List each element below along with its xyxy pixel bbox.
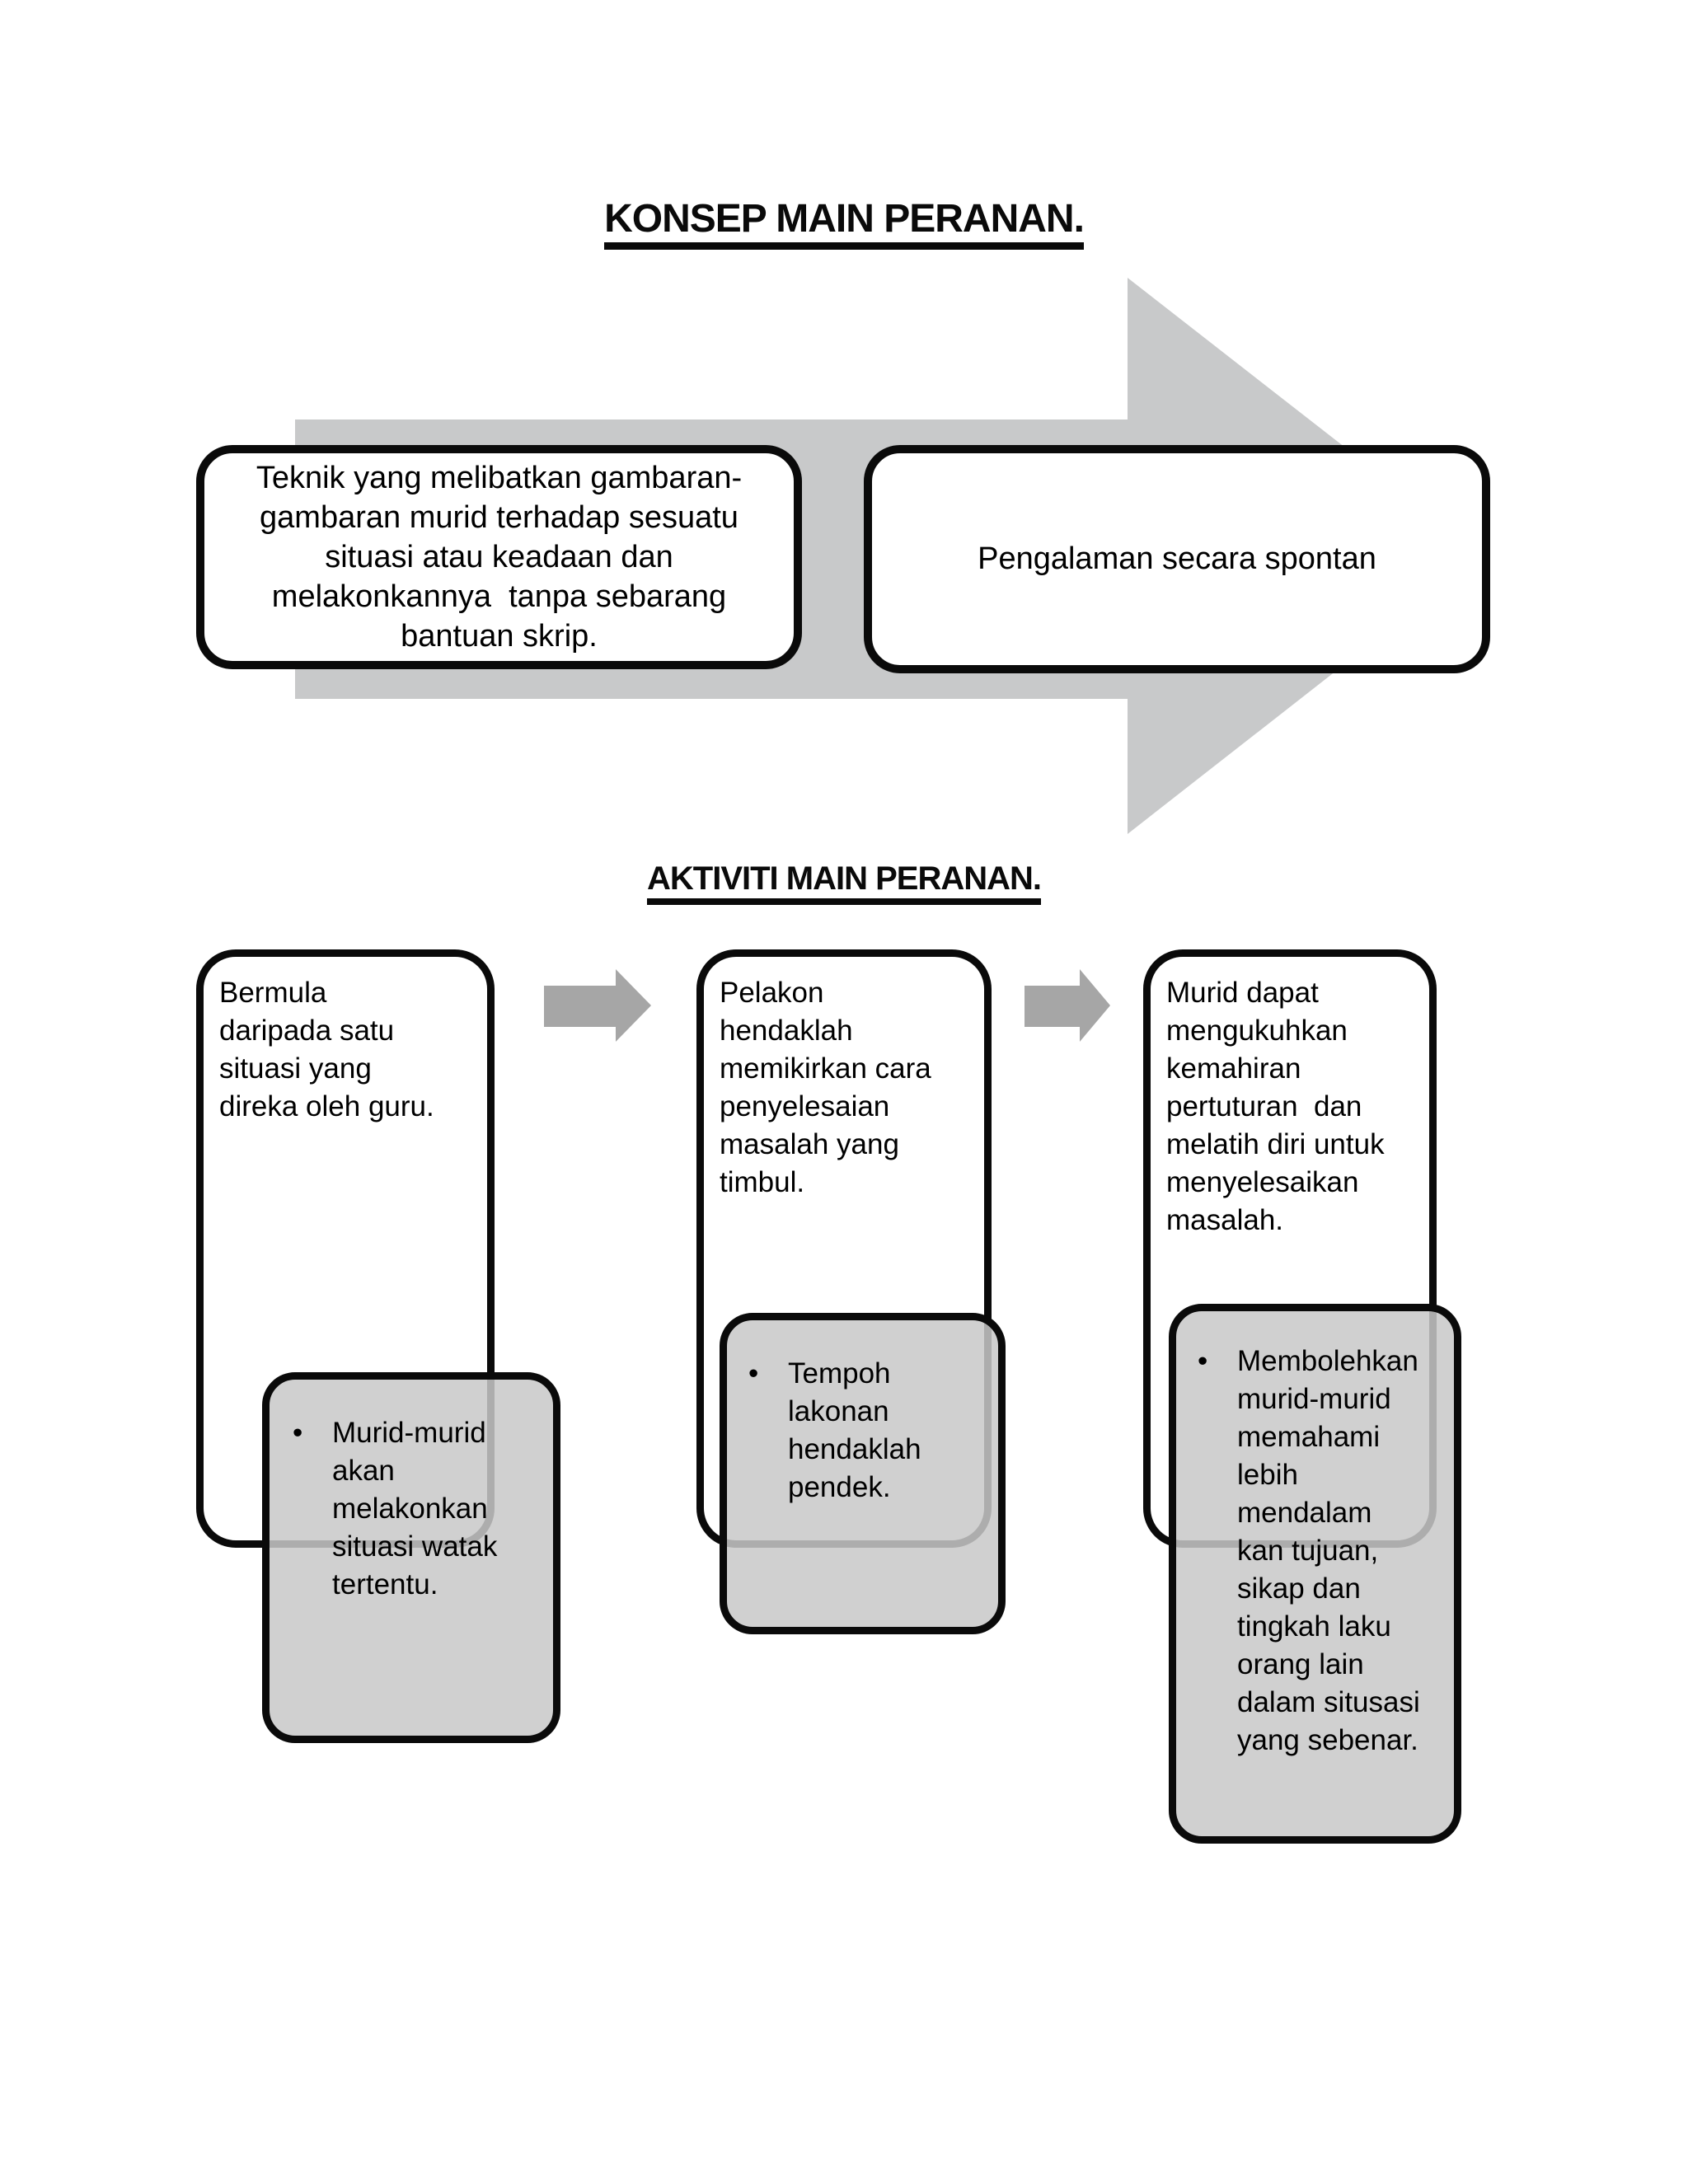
definition-box: Teknik yang melibatkan gambaran- gambara… bbox=[196, 445, 802, 669]
bullet-icon: • bbox=[1198, 1345, 1208, 1377]
aktiviti-column-1-heading: Bermula daripada satu situasi yang direk… bbox=[219, 977, 434, 1122]
flow-arrow-1-icon bbox=[544, 969, 651, 1042]
aktiviti-title-text: AKTIVITI MAIN PERANAN. bbox=[647, 861, 1042, 905]
note-box-1: • Murid-murid akan melakonkan situasi wa… bbox=[262, 1372, 560, 1743]
spontan-box: Pengalaman secara spontan bbox=[864, 445, 1490, 673]
bullet-icon: • bbox=[748, 1357, 759, 1390]
konsep-title: KONSEP MAIN PERANAN. bbox=[0, 196, 1688, 251]
note-2-text: Tempoh lakonan hendaklah pendek. bbox=[788, 1357, 921, 1503]
aktiviti-column-3-heading: Murid dapat mengukuhkan kemahiran pertut… bbox=[1166, 977, 1385, 1236]
aktiviti-title: AKTIVITI MAIN PERANAN. bbox=[0, 860, 1688, 905]
note-1-text: Murid-murid akan melakonkan situasi wata… bbox=[332, 1417, 498, 1601]
note-box-3: • Membolehkan murid-murid memahami lebih… bbox=[1169, 1304, 1461, 1844]
konsep-title-text: KONSEP MAIN PERANAN. bbox=[604, 198, 1085, 251]
flow-arrow-2-icon bbox=[1025, 969, 1110, 1042]
note-box-2: • Tempoh lakonan hendaklah pendek. bbox=[720, 1313, 1006, 1634]
note-3-bullet-item: • Membolehkan murid-murid memahami lebih… bbox=[1176, 1311, 1454, 1760]
note-1-bullet-item: • Murid-murid akan melakonkan situasi wa… bbox=[270, 1380, 553, 1604]
note-3-text: Membolehkan murid-murid memahami lebih m… bbox=[1237, 1345, 1420, 1756]
note-2-bullet-item: • Tempoh lakonan hendaklah pendek. bbox=[727, 1320, 998, 1507]
aktiviti-column-2-heading: Pelakon hendaklah memikirkan cara penyel… bbox=[720, 977, 931, 1198]
spontan-box-text: Pengalaman secara spontan bbox=[978, 541, 1376, 576]
bullet-icon: • bbox=[293, 1417, 303, 1449]
definition-box-text: Teknik yang melibatkan gambaran- gambara… bbox=[256, 461, 743, 654]
